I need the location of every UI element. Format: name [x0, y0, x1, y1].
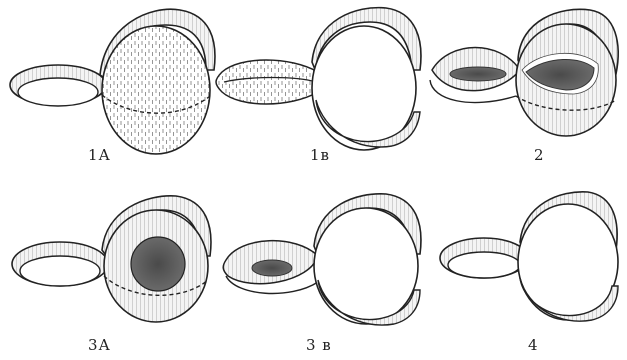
panel-label-4: 4 — [528, 336, 539, 354]
panel-label-3a: 3А — [88, 336, 111, 354]
panel-2 — [430, 9, 618, 136]
panel-label-3b: 3 в — [306, 336, 332, 354]
left-loop — [12, 242, 108, 286]
right-sphere — [518, 192, 618, 321]
left-loop — [10, 65, 106, 106]
panel-3a — [12, 196, 211, 322]
panel-1b — [216, 8, 421, 150]
right-sphere — [100, 9, 215, 154]
right-sphere — [314, 194, 421, 325]
panel-1a — [10, 9, 215, 154]
left-loop-collapsed — [216, 60, 318, 104]
panel-4 — [440, 192, 618, 321]
dark-spot-left — [450, 67, 506, 81]
panel-label-2: 2 — [534, 146, 545, 164]
left-loop — [223, 241, 318, 294]
left-lobe — [430, 48, 520, 103]
dark-spot-left — [252, 260, 292, 276]
panel-3b — [223, 194, 421, 325]
dark-spot-right — [131, 237, 185, 291]
panel-label-1a: 1А — [88, 146, 111, 164]
left-loop — [440, 238, 528, 278]
right-sphere — [102, 196, 211, 322]
right-lobe — [516, 9, 618, 136]
panel-label-1b: 1в — [310, 146, 330, 164]
right-sphere — [312, 8, 421, 150]
